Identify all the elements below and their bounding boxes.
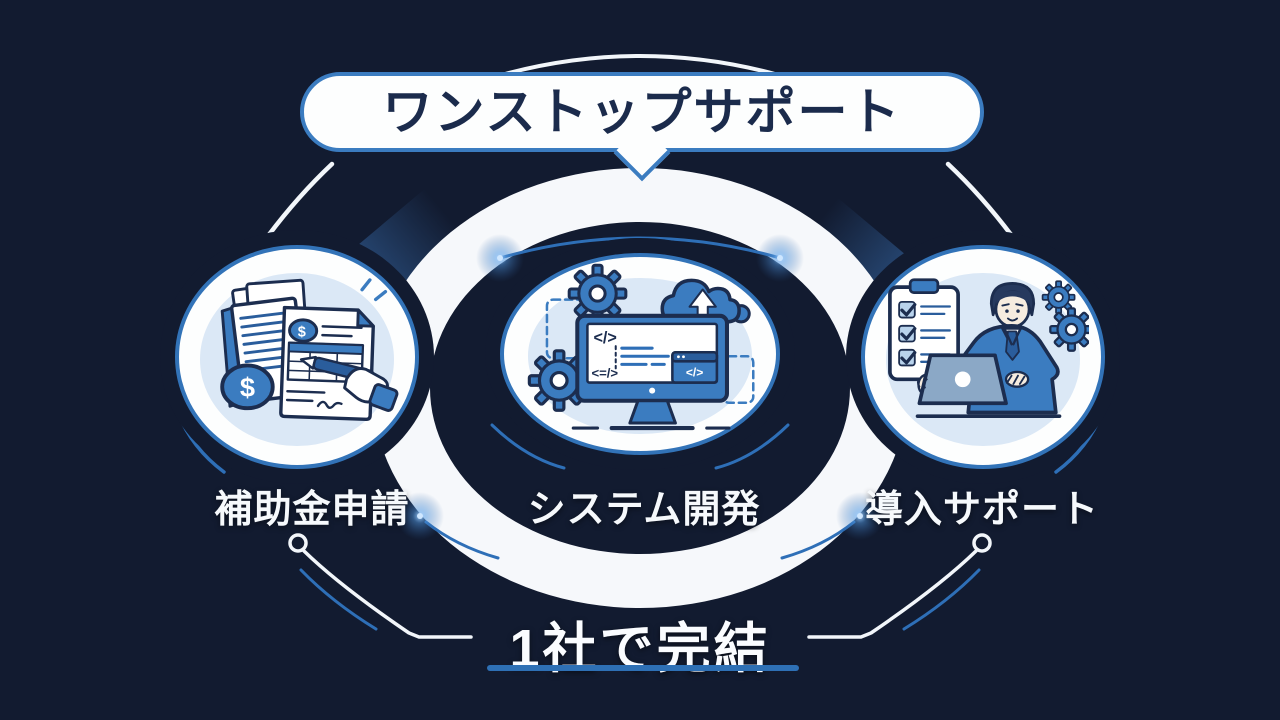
bottom-right-connector (807, 533, 992, 639)
step-label-development: システム開発 (527, 489, 761, 531)
footer-title: 1社で完結 (509, 619, 771, 679)
title-banner: ワンストップサポート (300, 72, 984, 152)
code-expression-glyph: <=/> (591, 366, 618, 381)
step-label-subsidy: 補助金申請 (214, 489, 410, 531)
glow-dots (396, 234, 884, 540)
step-circle-development: </> <=/> </> (500, 253, 780, 455)
bottom-left-connector (288, 533, 473, 639)
subsidy-application-documents-icon: $ $ (220, 278, 399, 421)
footer-underline (487, 665, 799, 671)
step-circle-subsidy: $ $ (175, 245, 419, 469)
step-label-support: 導入サポート (864, 489, 1099, 531)
top-arc (503, 54, 777, 76)
code-tag-glyph: </> (593, 329, 616, 347)
system-development-monitor-icon: </> <=/> </> (527, 263, 755, 431)
step-circle-support (861, 245, 1105, 469)
upper-right-arc (945, 161, 1015, 239)
light-beam-decor (352, 188, 911, 304)
code-window-glyph: </> (686, 365, 704, 379)
dollar-badge-glyph: $ (298, 324, 306, 340)
dollar-coin-glyph: $ (240, 372, 255, 403)
implementation-support-consultant-icon (888, 278, 1089, 419)
upper-left-arc (265, 161, 335, 239)
